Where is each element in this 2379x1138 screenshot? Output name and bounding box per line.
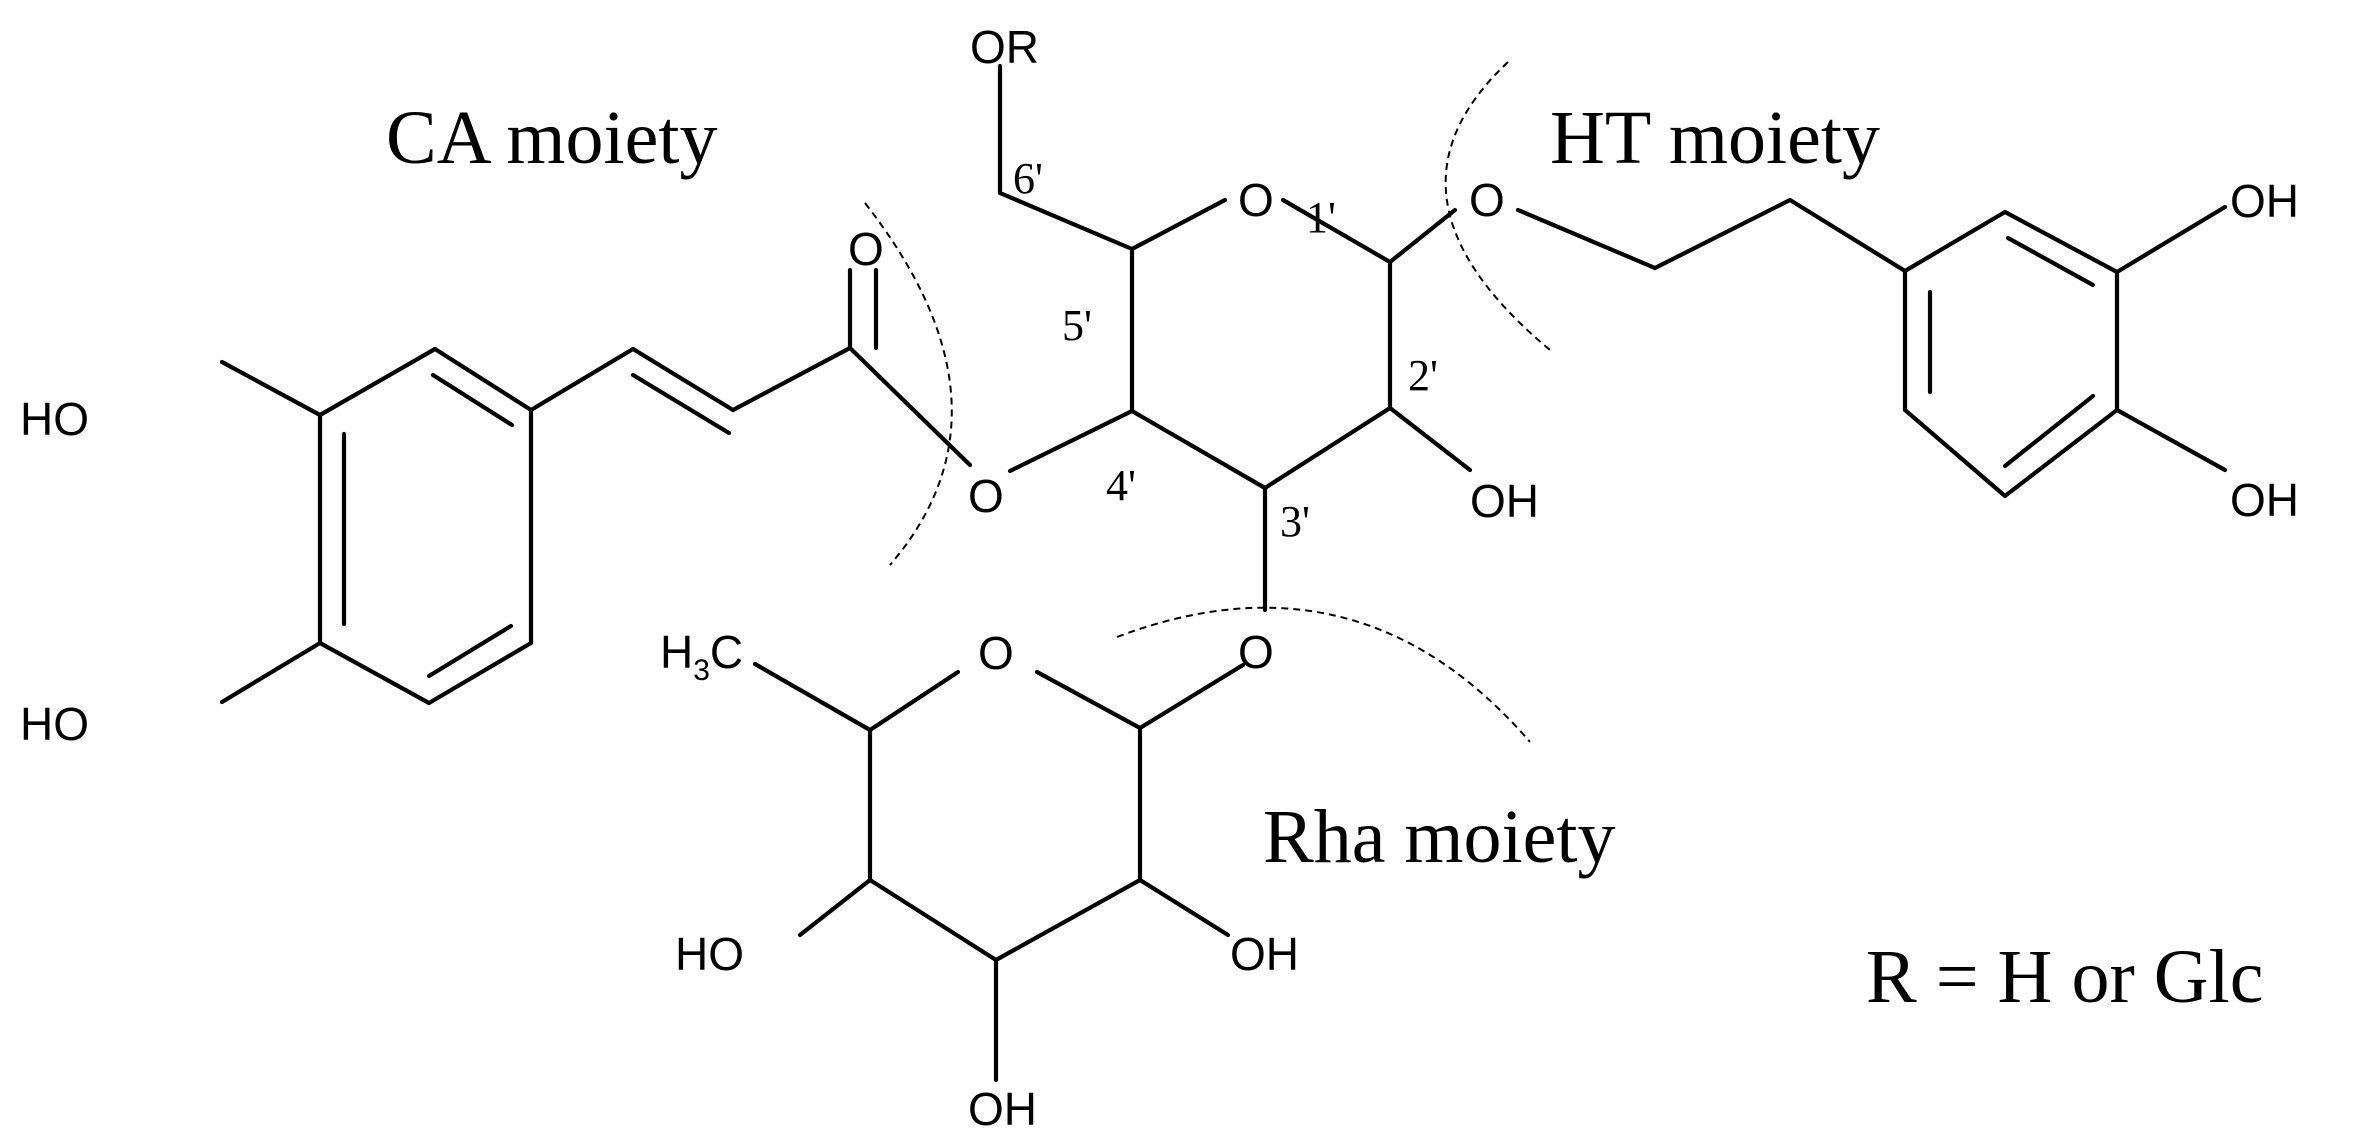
position-4prime: 4'	[1106, 461, 1136, 510]
moiety-labels: CA moiety HT moiety Rha moiety R = H or …	[386, 96, 2263, 1019]
atom-oh-ht-top: OH	[2230, 175, 2299, 227]
position-6prime: 6'	[1013, 154, 1043, 203]
position-3prime: 3'	[1280, 497, 1310, 546]
position-5prime: 5'	[1062, 301, 1092, 350]
methyl-group: H3C	[660, 626, 743, 687]
ht-moiety-label: HT moiety	[1550, 96, 1880, 180]
ht-cleavage-arc	[1444, 61, 1551, 351]
position-labels: 1' 2' 3' 4' 5' 6'	[1013, 154, 1438, 546]
bond-lines	[219, 63, 2228, 1083]
atom-carbonyl-o: O	[848, 223, 884, 275]
rha-cleavage-arc	[1116, 606, 1531, 743]
rha-moiety-label: Rha moiety	[1263, 795, 1616, 879]
atom-labels: OR O O O O OH O O HO HO OH OH HO OH OH H…	[20, 21, 2299, 1135]
atom-ho-rha-left: HO	[675, 928, 744, 980]
atom-ho-ca-top: HO	[20, 393, 89, 445]
atom-oh-rha-bottom: OH	[968, 1083, 1037, 1135]
atom-ho-ca-bottom: HO	[20, 698, 89, 750]
ca-cleavage-arc	[864, 202, 953, 566]
ca-moiety-label: CA moiety	[386, 96, 717, 180]
position-1prime: 1'	[1306, 193, 1336, 242]
atom-oh-rha-right: OH	[1230, 928, 1299, 980]
position-2prime: 2'	[1408, 351, 1438, 400]
atom-ring-o-glucose: O	[1238, 174, 1274, 226]
atom-oh-ht-bottom: OH	[2230, 474, 2299, 526]
atom-ring-o-rhamnose: O	[978, 627, 1014, 679]
cleavage-arcs	[864, 61, 1551, 743]
substituent-note: R = H or Glc	[1866, 935, 2263, 1019]
atom-ester-o: O	[968, 470, 1004, 522]
atom-or-6prime: OR	[970, 21, 1039, 73]
atom-linking-o-3prime: O	[1238, 626, 1274, 678]
atom-oh-2prime: OH	[1470, 475, 1539, 527]
atom-glycosidic-o: O	[1469, 174, 1505, 226]
